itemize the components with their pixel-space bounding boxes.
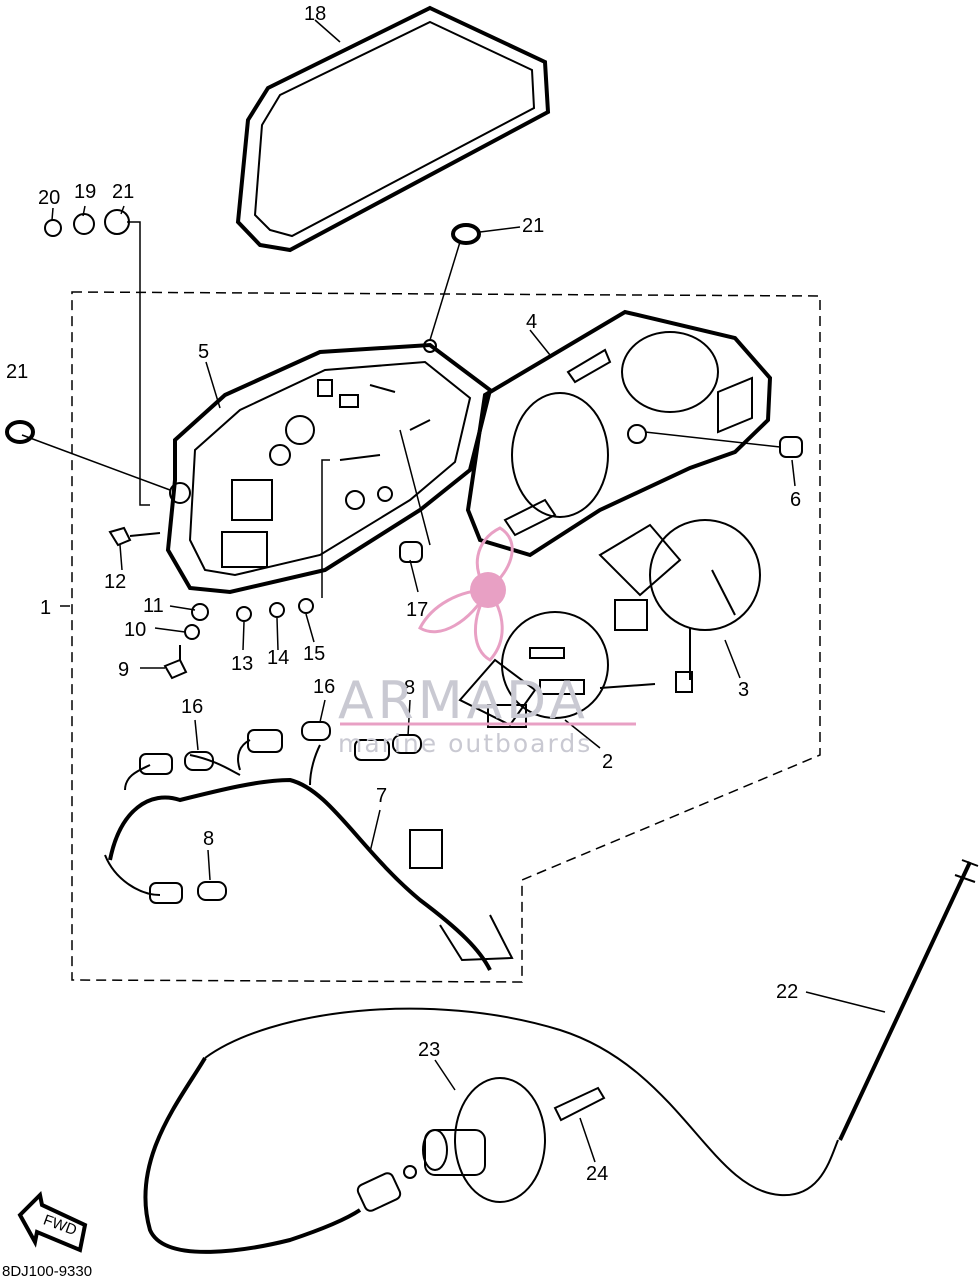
armada-watermark: ARMADA marine outboards <box>338 526 636 758</box>
callout-15: 15 <box>303 643 325 665</box>
pin-part <box>553 1086 606 1122</box>
callout-3: 3 <box>738 679 749 701</box>
speedometer-part <box>458 611 656 728</box>
callout-11: 11 <box>143 595 164 617</box>
small-hardware <box>5 209 803 680</box>
callout-17: 17 <box>406 599 428 621</box>
callout-21-top-left: 21 <box>112 181 134 203</box>
callout-5: 5 <box>198 341 209 363</box>
fwd-arrow-icon: FWD <box>17 1190 88 1253</box>
gauge-part-3 <box>598 519 761 693</box>
callout-19: 19 <box>74 181 96 203</box>
assembly-boundary <box>71 291 821 983</box>
callout-1: 1 <box>40 597 51 619</box>
callout-14: 14 <box>267 647 289 669</box>
callout-8-upper: 8 <box>404 677 415 699</box>
callout-labels: 1 2 3 4 5 6 7 8 8 9 10 11 12 13 14 15 16… <box>6 3 801 1185</box>
gear-unit-part <box>403 1077 546 1203</box>
callout-21-left: 21 <box>6 361 28 383</box>
lower-case-part <box>165 342 493 595</box>
callout-23: 23 <box>418 1039 440 1061</box>
callout-22: 22 <box>776 981 798 1003</box>
callout-12: 12 <box>104 571 126 593</box>
callout-2: 2 <box>602 751 613 773</box>
callout-4: 4 <box>526 311 537 333</box>
diagram-code: 8DJ100-9330 <box>2 1263 92 1280</box>
propeller-logo-icon <box>418 526 514 662</box>
meter-panel-part <box>465 309 773 558</box>
watermark-brand: ARMADA <box>338 671 589 731</box>
callout-20: 20 <box>38 187 60 209</box>
callout-24: 24 <box>586 1163 608 1185</box>
lens-frame-part <box>235 5 551 253</box>
callout-7: 7 <box>376 785 387 807</box>
callout-9: 9 <box>118 659 129 681</box>
callout-8-lower: 8 <box>203 828 214 850</box>
bulb-set <box>139 721 422 904</box>
watermark-tagline: marine outboards <box>338 729 592 758</box>
speedometer-cable-part <box>143 859 979 1254</box>
callout-16-left: 16 <box>181 696 203 718</box>
callout-18: 18 <box>304 3 326 25</box>
wire-harness-part <box>104 739 514 971</box>
callout-10: 10 <box>124 619 146 641</box>
callout-16-right: 16 <box>313 676 335 698</box>
leader-lines <box>21 19 886 1163</box>
callout-6: 6 <box>790 489 801 511</box>
callout-21-top-right: 21 <box>522 215 544 237</box>
callout-13: 13 <box>231 653 253 675</box>
